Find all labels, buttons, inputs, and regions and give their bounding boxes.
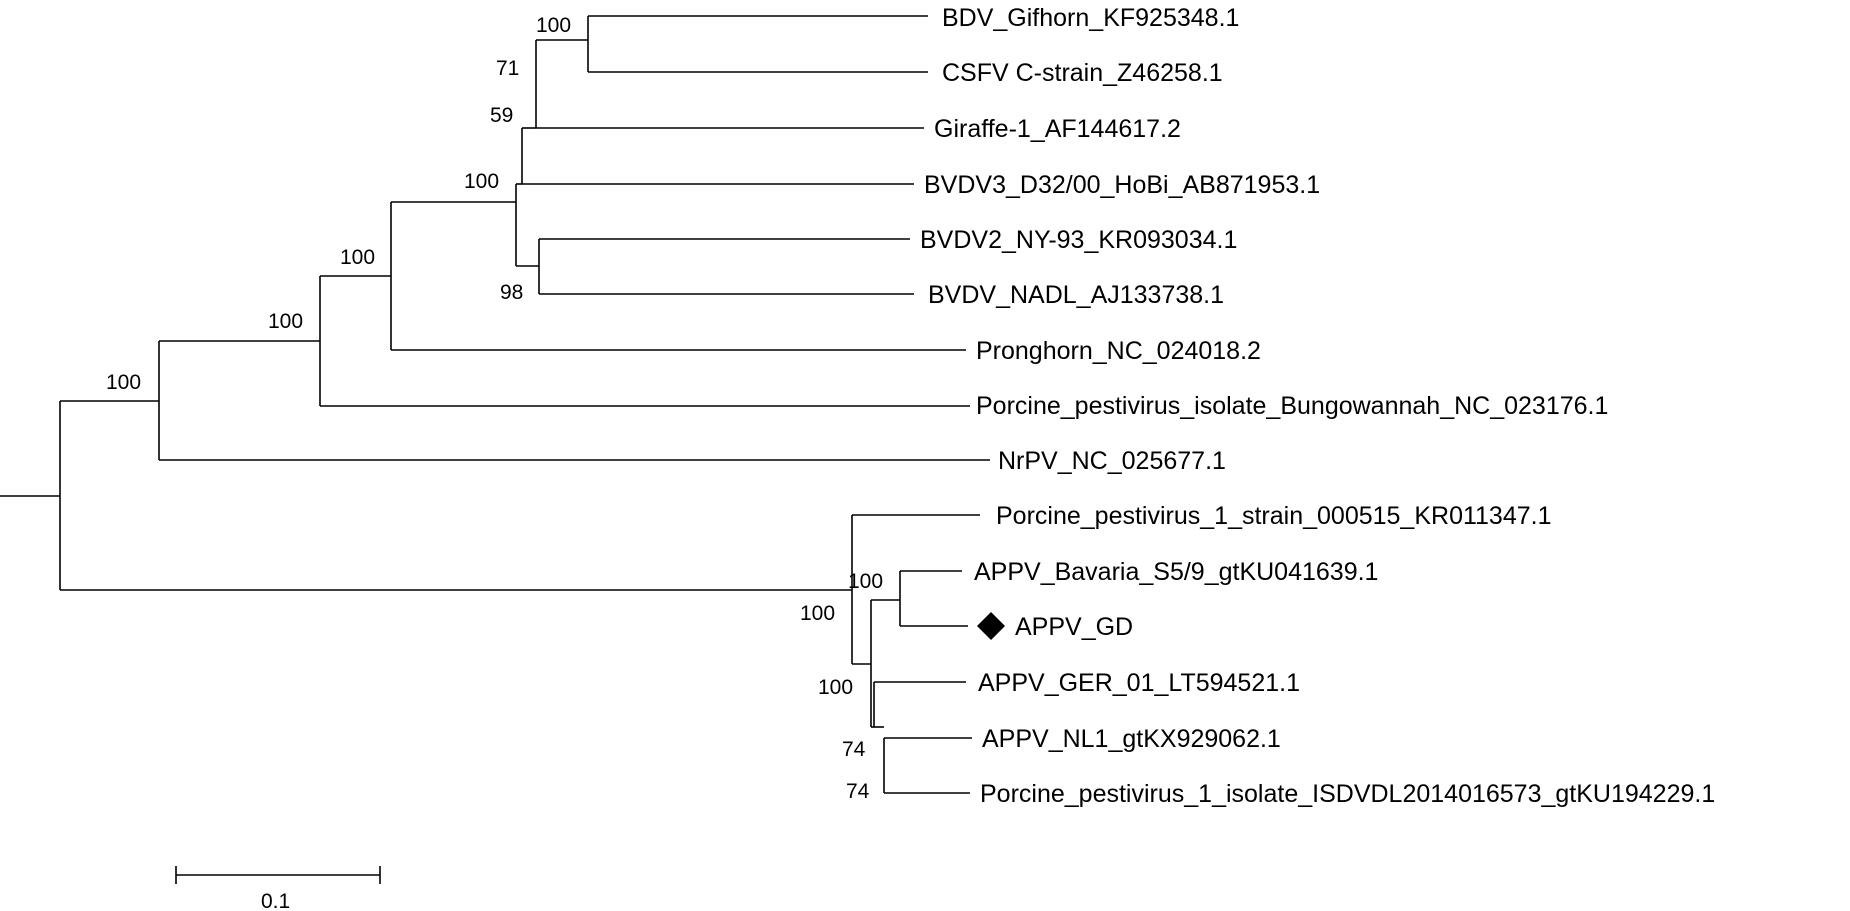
taxon-label: BVDV3_D32/00_HoBi_AB871953.1 <box>924 171 1320 199</box>
bootstrap-value: 100 <box>268 310 303 333</box>
taxon-label: APPV_GER_01_LT594521.1 <box>978 669 1300 697</box>
bootstrap-value: 100 <box>818 676 853 699</box>
bootstrap-value: 100 <box>464 170 499 193</box>
bootstrap-value: 98 <box>500 281 523 304</box>
taxon-label: Porcine_pestivirus_isolate_Bungowannah_N… <box>976 392 1608 420</box>
taxon-label: BVDV_NADL_AJ133738.1 <box>928 281 1224 309</box>
taxon-label: APPV_NL1_gtKX929062.1 <box>982 725 1281 753</box>
bootstrap-value: 74 <box>842 738 866 761</box>
taxon-label-highlighted: APPV_GD <box>1015 613 1133 641</box>
taxon-label: Pronghorn_NC_024018.2 <box>976 337 1261 365</box>
bootstrap-value: 100 <box>800 602 835 625</box>
bootstrap-value: 74 <box>846 780 870 803</box>
taxon-label: CSFV C-strain_Z46258.1 <box>942 59 1223 87</box>
bootstrap-value: 100 <box>536 14 571 37</box>
bootstrap-value: 71 <box>496 57 519 80</box>
taxon-label: BVDV2_NY-93_KR093034.1 <box>920 226 1237 254</box>
bootstrap-value: 100 <box>848 570 883 593</box>
scale-bar-label: 0.1 <box>261 890 290 911</box>
taxon-label: APPV_Bavaria_S5/9_gtKU041639.1 <box>974 558 1378 586</box>
taxon-label: Porcine_pestivirus_1_strain_000515_KR011… <box>996 502 1551 530</box>
taxon-label: Giraffe-1_AF144617.2 <box>934 115 1181 143</box>
bootstrap-value: 100 <box>106 371 141 394</box>
taxon-label: NrPV_NC_025677.1 <box>998 447 1226 475</box>
bootstrap-value: 100 <box>340 246 375 269</box>
taxon-label: Porcine_pestivirus_1_isolate_ISDVDL20140… <box>980 780 1715 808</box>
filled-diamond-icon <box>977 612 1005 640</box>
scale-bar: 0.1 <box>175 866 381 911</box>
taxon-label: BDV_Gifhorn_KF925348.1 <box>942 4 1239 32</box>
bootstrap-value: 59 <box>490 104 513 127</box>
